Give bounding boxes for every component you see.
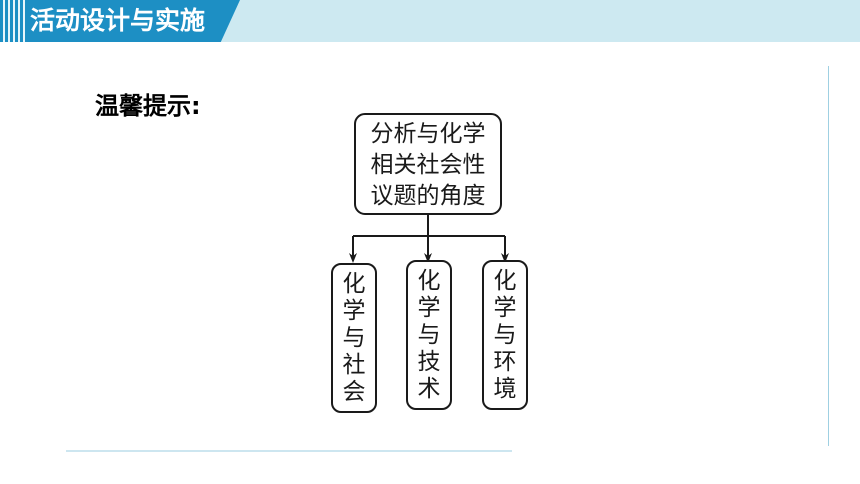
child-node-char: 术 [418,376,441,402]
root-node-line: 议题的角度 [371,183,486,209]
child-node-char: 与 [494,322,517,348]
child-node-char: 技 [418,349,441,375]
header-stripe [23,0,25,42]
child-node-char: 学 [418,295,441,321]
header-tab [0,0,240,42]
child-node-box [482,260,528,410]
header-stripe [8,0,10,42]
root-node-line: 分析与化学 [371,121,486,147]
child-node-box [406,260,452,410]
child-node-environment: 化 学 与 环 境 [482,260,528,410]
child-node-char: 社 [343,352,366,378]
root-node-line: 相关社会性 [371,152,486,178]
child-node-char: 学 [494,295,517,321]
child-node-char: 化 [343,271,366,297]
bottom-divider [66,450,512,452]
child-node-char: 境 [494,376,517,402]
section-title: 活动设计与实施 [30,6,206,35]
header-stripes [3,0,25,42]
child-node-char: 化 [418,268,441,294]
child-node-technology: 化 学 与 技 术 [406,260,452,410]
header-stripe [18,0,20,42]
child-node-char: 与 [343,325,366,351]
child-node-char: 环 [494,349,517,375]
connectors [349,214,509,263]
header-stripe [3,0,5,42]
child-node-char: 学 [343,298,366,324]
child-node-char: 与 [418,322,441,348]
tip-label: 温馨提示: [95,92,201,120]
child-node-box [331,263,377,413]
child-node-society: 化 学 与 社 会 [331,263,377,413]
child-node-char: 化 [494,268,517,294]
right-divider [828,66,829,446]
header-stripe [13,0,15,42]
child-node-char: 会 [343,379,366,405]
root-node: 分析与化学 相关社会性 议题的角度 [354,113,502,215]
